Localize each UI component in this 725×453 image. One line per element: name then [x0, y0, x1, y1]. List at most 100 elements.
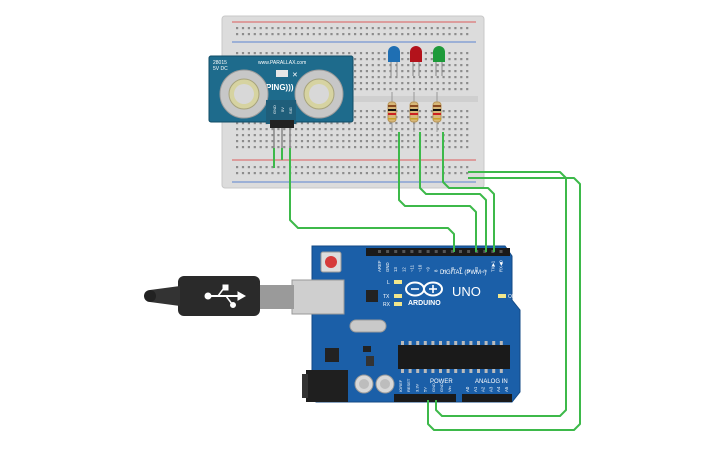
- breadboard-hole: [324, 166, 327, 169]
- jumper-wire[interactable]: [398, 132, 477, 252]
- breadboard-hole: [330, 52, 333, 55]
- led-blue[interactable]: [388, 46, 400, 76]
- led-green[interactable]: [433, 46, 445, 76]
- breadboard-hole: [371, 166, 374, 169]
- breadboard-hole: [430, 146, 433, 149]
- digital-pin[interactable]: [434, 250, 438, 253]
- breadboard-hole: [389, 172, 392, 175]
- sensor-website: www.PARALLAX.com: [258, 60, 306, 66]
- digital-pin[interactable]: [402, 250, 406, 253]
- usb-cable[interactable]: [144, 276, 294, 316]
- breadboard-hole: [324, 27, 327, 30]
- breadboard-hole: [454, 27, 457, 30]
- breadboard-hole: [389, 88, 392, 91]
- breadboard-hole: [365, 146, 368, 149]
- breadboard-hole: [324, 134, 327, 137]
- breadboard-hole: [466, 172, 469, 175]
- sensor-pin-gnd: GND: [272, 105, 277, 114]
- breadboard-hole: [277, 166, 280, 169]
- breadboard-hole: [442, 76, 445, 79]
- breadboard-hole: [383, 172, 386, 175]
- breadboard-hole: [413, 33, 416, 36]
- breadboard-hole: [312, 128, 315, 131]
- capacitor-2: [375, 374, 395, 394]
- breadboard-hole: [324, 172, 327, 175]
- breadboard-hole: [342, 122, 345, 125]
- breadboard-hole: [413, 88, 416, 91]
- breadboard-hole: [359, 166, 363, 169]
- resistor-1[interactable]: [387, 92, 397, 132]
- jumper-wire[interactable]: [419, 132, 487, 252]
- digital-pin[interactable]: [378, 250, 381, 253]
- breadboard-hole: [413, 64, 416, 67]
- breadboard-hole: [336, 134, 339, 137]
- jumper-wire[interactable]: [427, 177, 581, 431]
- breadboard-hole: [407, 166, 410, 169]
- breadboard-hole: [354, 122, 357, 125]
- breadboard-hole: [460, 76, 463, 79]
- breadboard-hole: [359, 58, 363, 61]
- breadboard-hole: [253, 146, 256, 149]
- breadboard-hole: [324, 128, 327, 131]
- breadboard-hole: [454, 64, 457, 67]
- breadboard-hole: [283, 134, 286, 137]
- digital-pin[interactable]: [499, 250, 503, 253]
- breadboard-hole: [466, 82, 469, 85]
- digital-pin[interactable]: [394, 250, 398, 253]
- breadboard-hole: [371, 76, 374, 79]
- digital-pin[interactable]: [410, 250, 414, 253]
- breadboard-hole: [395, 146, 398, 149]
- breadboard-hole: [460, 64, 463, 67]
- digital-pin[interactable]: [450, 250, 454, 253]
- resistor-2[interactable]: [409, 92, 419, 132]
- breadboard-hole: [259, 172, 262, 175]
- analog-pin-label: A5: [504, 386, 509, 392]
- breadboard-hole: [354, 88, 357, 91]
- digital-pin-label: ~3: [474, 266, 479, 272]
- breadboard-hole: [342, 166, 345, 169]
- digital-pin[interactable]: [483, 250, 487, 253]
- breadboard-hole: [448, 166, 451, 169]
- breadboard-hole: [371, 172, 374, 175]
- breadboard-hole: [395, 128, 398, 131]
- breadboard-hole: [430, 33, 433, 36]
- breadboard-hole: [430, 122, 433, 125]
- breadboard-hole: [318, 33, 321, 36]
- breadboard-hole: [430, 134, 433, 137]
- breadboard-hole: [430, 52, 433, 55]
- digital-pin[interactable]: [418, 250, 422, 253]
- breadboard-hole: [236, 27, 239, 30]
- usb-port[interactable]: [291, 279, 345, 315]
- breadboard-hole: [383, 82, 386, 85]
- breadboard-hole: [448, 82, 451, 85]
- resistor-3[interactable]: [432, 92, 442, 132]
- breadboard-hole: [442, 122, 445, 125]
- jumper-wires[interactable]: [273, 132, 581, 431]
- breadboard-hole: [330, 122, 333, 125]
- digital-pin[interactable]: [491, 250, 495, 253]
- breadboard-hole: [359, 116, 363, 119]
- jumper-wire[interactable]: [289, 148, 455, 252]
- chip-pin: [431, 341, 435, 345]
- jumper-wire[interactable]: [442, 132, 495, 252]
- jumper-wire[interactable]: [435, 171, 567, 417]
- breadboard-hole: [241, 166, 245, 169]
- ultrasonic-sensor[interactable]: 28015 5V DC www.PARALLAX.com ✕ PING))) G…: [208, 55, 354, 148]
- breadboard-hole: [354, 76, 357, 79]
- digital-pin[interactable]: [459, 250, 462, 253]
- reset-button-cap[interactable]: [325, 256, 337, 268]
- digital-pin[interactable]: [426, 250, 430, 253]
- breadboard-hole: [259, 134, 262, 137]
- breadboard-hole: [395, 166, 398, 169]
- power-jack[interactable]: [302, 370, 348, 402]
- digital-label: DIGITAL (PWM~): [440, 270, 487, 276]
- breadboard-hole: [436, 33, 439, 36]
- digital-pin[interactable]: [442, 250, 446, 253]
- chip-pin: [431, 369, 435, 373]
- led-red[interactable]: [410, 46, 422, 76]
- digital-pin[interactable]: [467, 250, 471, 253]
- breadboard-hole: [418, 82, 422, 85]
- breadboard-hole: [371, 140, 374, 143]
- digital-pin[interactable]: [386, 250, 390, 253]
- breadboard-hole: [424, 122, 427, 125]
